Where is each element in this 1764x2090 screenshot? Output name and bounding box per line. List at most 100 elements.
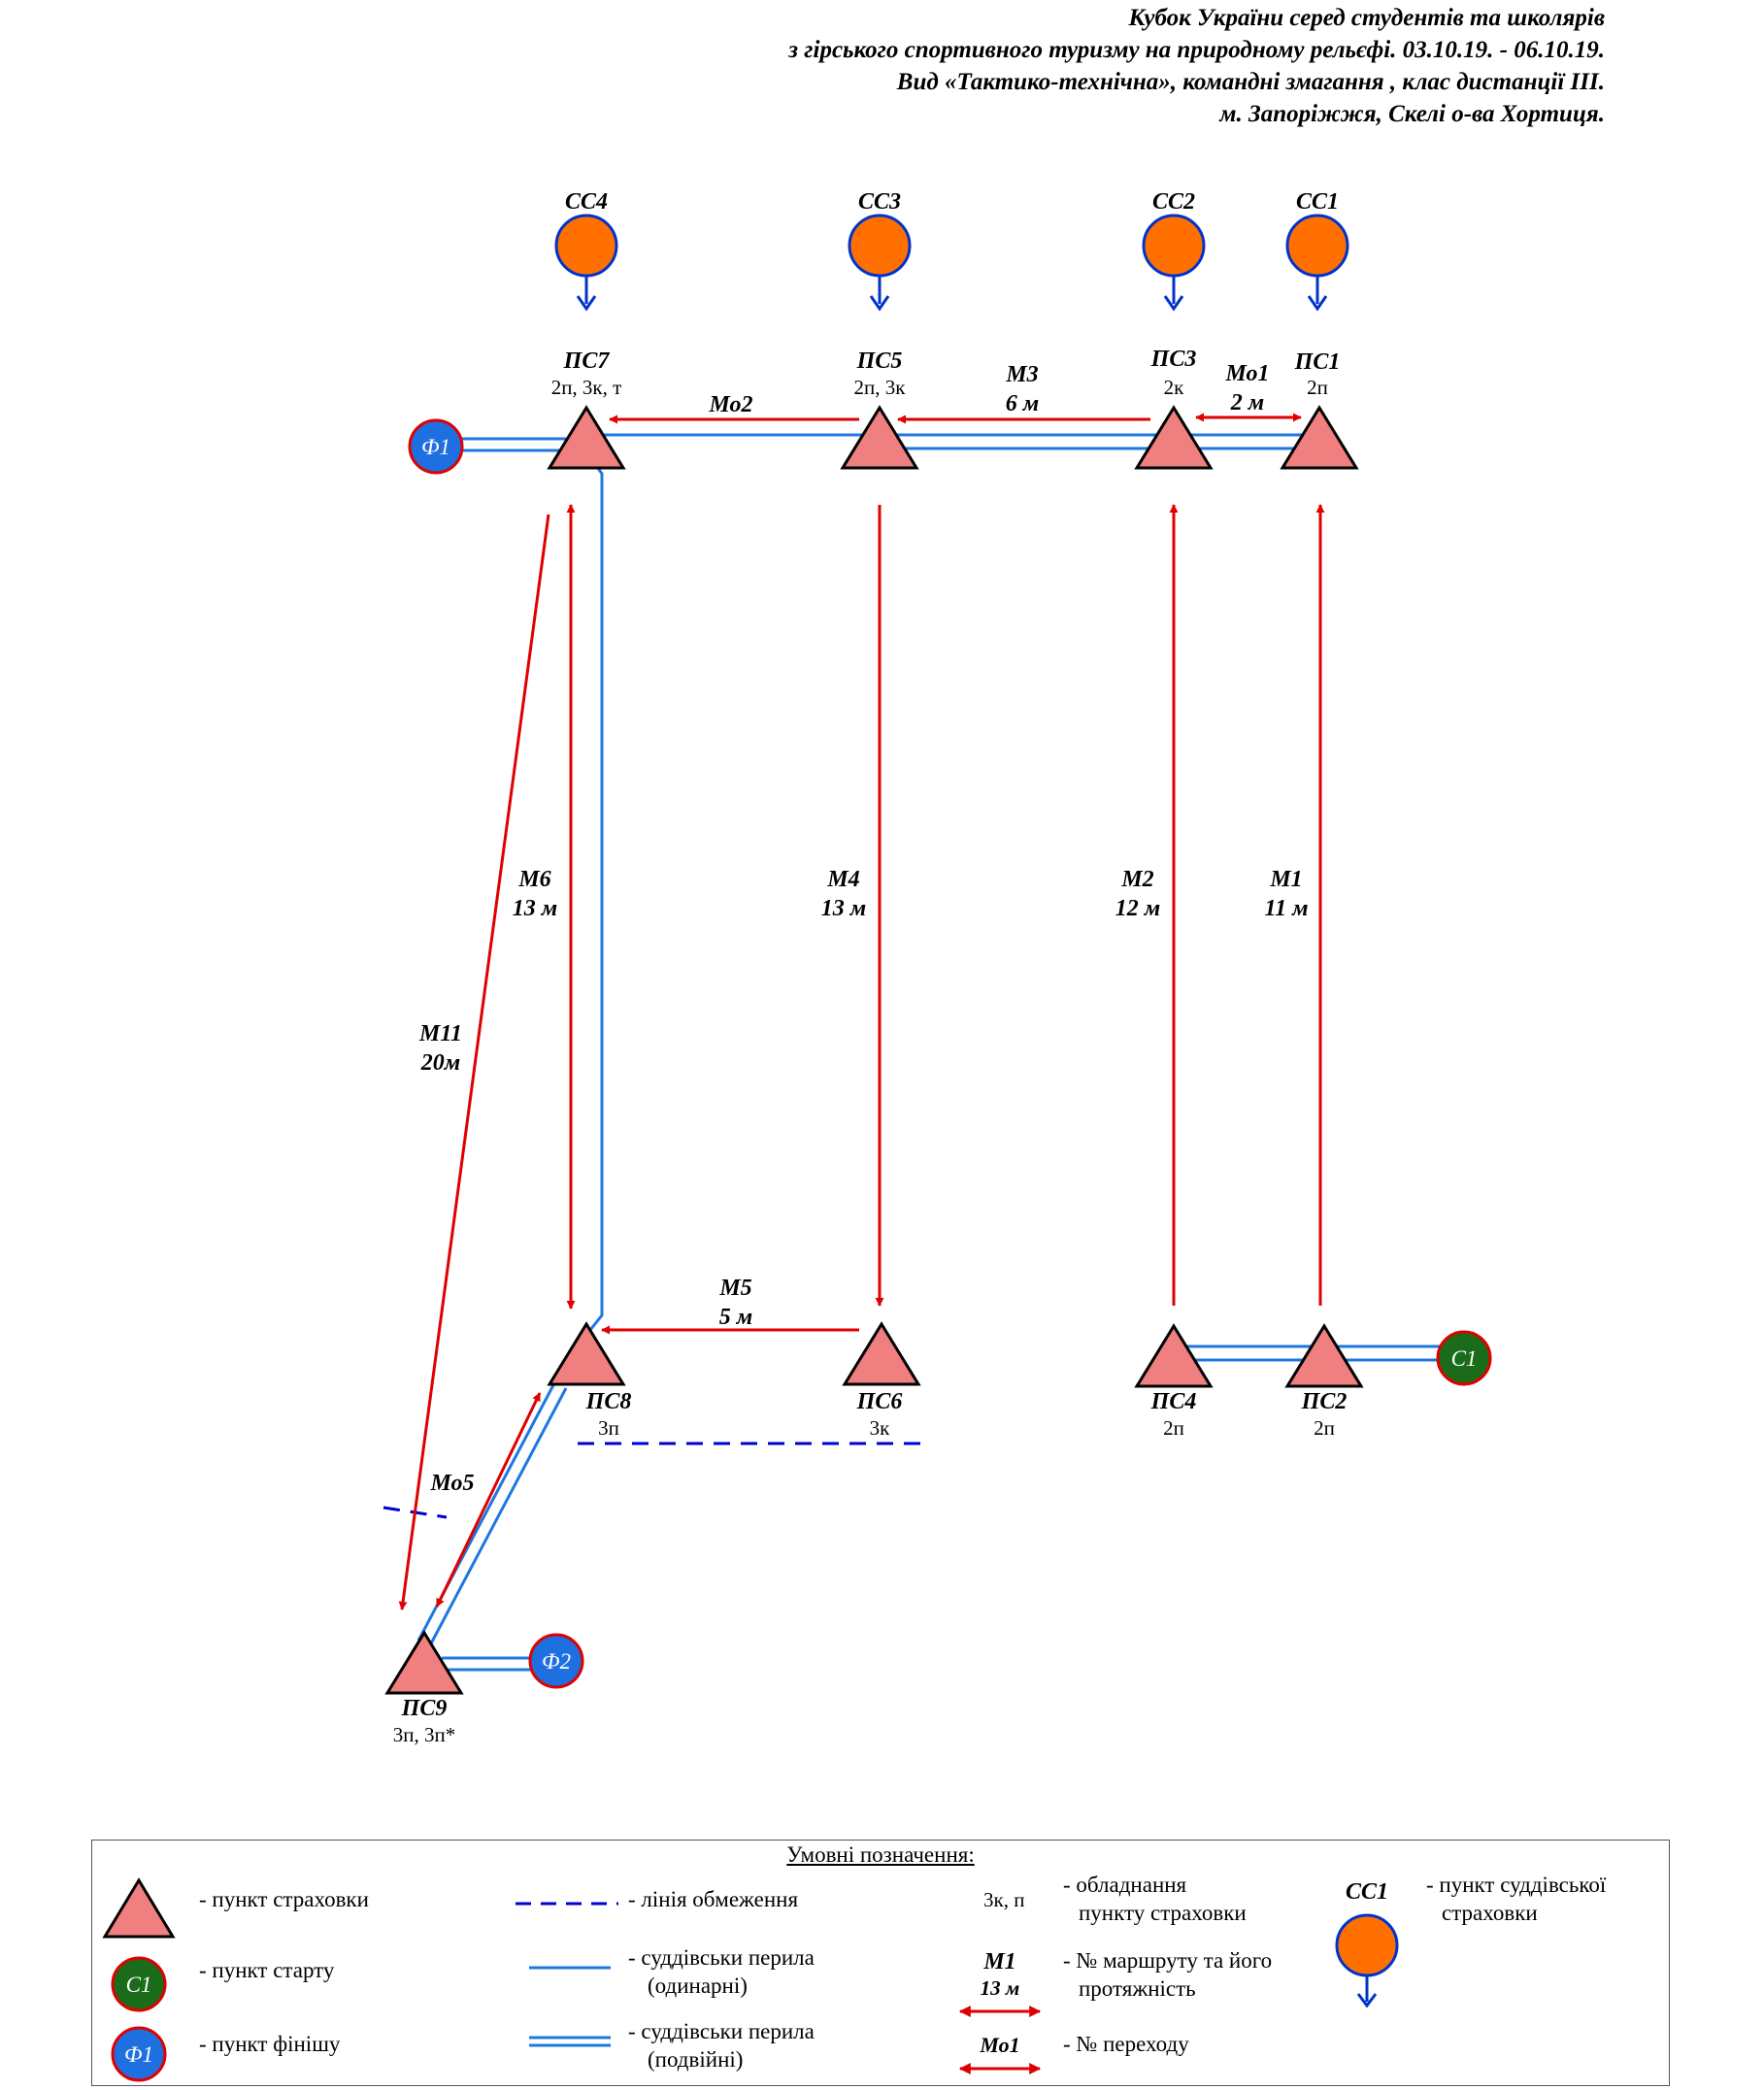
judge-circle-icon xyxy=(1285,214,1349,278)
station-equipment: 3к xyxy=(870,1416,891,1440)
finish-point-f1: Ф1 xyxy=(408,418,464,475)
legend: Умовні позначення: - пункт страховки С1 … xyxy=(91,1840,1670,2086)
legend-finish-example: Ф1 xyxy=(124,2042,153,2067)
legend-title: Умовні позначення: xyxy=(786,1842,975,1867)
station-equipment: 2п, 3к, т xyxy=(551,376,622,399)
judge-ropes xyxy=(416,433,1456,1672)
legend-transition-icon: Мо1 xyxy=(958,2033,1042,2074)
route-length-m3: 6 м xyxy=(1006,391,1039,416)
judge-point-cc2: СС2 xyxy=(1142,189,1206,312)
route-length-m4: 13 м xyxy=(821,896,866,921)
header-line-4: м. Запоріжжя, Скелі о-ва Хортиця. xyxy=(1219,101,1605,127)
header-line-2: з гірського спортивного туризму на приро… xyxy=(788,37,1605,63)
transition-length-mo1: 2 м xyxy=(1230,390,1264,415)
header: Кубок України серед студентів та школярі… xyxy=(440,2,1605,130)
legend-judge-text-2: страховки xyxy=(1442,1901,1538,1925)
transition-name-mo5: Мо5 xyxy=(430,1471,475,1496)
belay-triangle-icon xyxy=(547,1321,626,1386)
route-name-m4: М4 xyxy=(826,867,859,892)
route-scheme: СС4 СС3 СС2 СС1 xyxy=(383,189,1492,1746)
station-equipment: 2п xyxy=(1163,1416,1184,1440)
legend-route-example-length: 13 м xyxy=(981,1976,1020,2000)
station-name: ПС3 xyxy=(1150,347,1197,372)
belay-triangle-icon xyxy=(1134,405,1214,470)
station-name: ПС7 xyxy=(563,348,611,374)
station-equipment: 3п, 3п* xyxy=(393,1723,455,1746)
route-length-m2: 12 м xyxy=(1115,896,1160,921)
route-length-m6: 13 м xyxy=(513,896,557,921)
legend-start-icon: С1 xyxy=(111,1956,167,2012)
station-ps2: ПС2 2п xyxy=(1284,1323,1364,1440)
belay-triangle-icon xyxy=(1284,1323,1364,1388)
legend-triangle-icon xyxy=(102,1877,176,1939)
legend-transition-example: Мо1 xyxy=(979,2033,1019,2057)
arrow-down-icon xyxy=(1163,295,1184,312)
station-ps7: ПС7 2п, 3к, т xyxy=(547,348,626,470)
rope-ps8-ps9 xyxy=(416,1382,568,1646)
legend-route-icon: М1 13 м xyxy=(958,1949,1042,2017)
arrow-down-icon xyxy=(576,295,597,312)
station-equipment: 3п xyxy=(598,1416,619,1440)
legend-start-example: С1 xyxy=(126,1973,152,1997)
route-name-m6: М6 xyxy=(517,867,550,892)
judge-circle-icon xyxy=(848,214,912,278)
station-name: ПС4 xyxy=(1150,1389,1197,1414)
judge-circle-icon xyxy=(554,214,618,278)
belay-triangle-icon xyxy=(1134,1323,1214,1388)
finish-circle-icon xyxy=(528,1633,584,1689)
rope-ps7-ps8 xyxy=(581,446,604,1341)
judge-label-cc4: СС4 xyxy=(565,189,608,215)
station-name: ПС5 xyxy=(856,348,903,374)
station-name: ПС1 xyxy=(1294,349,1341,375)
legend-route-example-name: М1 xyxy=(982,1949,1015,1974)
legend-single-rope-text-1: - суддівськи перила xyxy=(628,1945,815,1970)
station-name: ПС6 xyxy=(856,1389,903,1414)
start-finish-points: Ф1 Ф2 С1 xyxy=(408,418,1492,1689)
arrow-down-icon xyxy=(1307,295,1328,312)
arrow-down-icon xyxy=(869,295,890,312)
judge-label-cc1: СС1 xyxy=(1296,189,1339,215)
legend-judge-point-icon: СС1 xyxy=(1335,1879,1399,2008)
rope-ps7-ps1 xyxy=(582,433,1320,450)
station-ps5: ПС5 2п, 3к xyxy=(840,348,919,470)
route-length-m11: 20м xyxy=(420,1050,460,1076)
legend-route-text-1: - № маршруту та його xyxy=(1063,1948,1273,1973)
belay-triangle-icon xyxy=(840,405,919,470)
legend-judge-text-1: - пункт суддівської xyxy=(1426,1873,1607,1897)
legend-belay-point-text: - пункт страховки xyxy=(199,1887,369,1911)
judge-label-cc2: СС2 xyxy=(1152,189,1195,215)
judge-circle-icon xyxy=(1142,214,1206,278)
legend-route-text-2: протяжність xyxy=(1079,1976,1196,2001)
station-equipment: 2п, 3к xyxy=(854,376,907,399)
transition-name-mo1: Мо1 xyxy=(1225,361,1270,386)
station-ps3: ПС3 2к xyxy=(1134,347,1214,470)
legend-finish-point-text: - пункт фінішу xyxy=(199,2032,341,2056)
judge-point-cc1: СС1 xyxy=(1285,189,1349,312)
legend-single-rope-text-2: (одинарні) xyxy=(648,1974,748,1998)
route-length-m5: 5 м xyxy=(719,1305,752,1330)
legend-equipment-example: 3к, п xyxy=(983,1888,1025,1911)
header-line-3: Вид «Тактико-технічна», командні змаганн… xyxy=(896,69,1605,95)
legend-limit-line-icon xyxy=(516,1902,618,1906)
legend-equipment-text-1: - обладнання xyxy=(1063,1873,1187,1897)
legend-judge-example: СС1 xyxy=(1346,1879,1388,1905)
transition-name-mo2: Мо2 xyxy=(709,392,753,417)
belay-stations: ПС7 2п, 3к, т ПС5 2п, 3к ПС3 2к ПС1 2п П… xyxy=(384,347,1364,1746)
station-ps4: ПС4 2п xyxy=(1134,1323,1214,1440)
station-equipment: 2к xyxy=(1164,376,1185,399)
station-ps6: ПС6 3к xyxy=(842,1321,921,1440)
station-equipment: 2п xyxy=(1307,376,1328,399)
belay-triangle-icon xyxy=(1280,405,1359,470)
route-name-m5: М5 xyxy=(718,1276,751,1301)
start-label-c1: С1 xyxy=(1451,1346,1478,1371)
station-ps9: ПС9 3п, 3п* xyxy=(384,1630,464,1746)
legend-double-rope-text-1: - суддівськи перила xyxy=(628,2019,815,2043)
finish-circle-icon xyxy=(408,418,464,475)
station-equipment: 2п xyxy=(1314,1416,1335,1440)
station-name: ПС2 xyxy=(1301,1389,1348,1414)
judge-point-cc3: СС3 xyxy=(848,189,912,312)
finish-label-f1: Ф1 xyxy=(421,435,450,459)
legend-transition-text: - № переходу xyxy=(1063,2032,1189,2056)
legend-start-point-text: - пункт старту xyxy=(199,1958,335,1982)
route-labels: М1 11 м М2 12 м М3 6 м М4 13 м М5 5 м М6… xyxy=(418,361,1309,1496)
